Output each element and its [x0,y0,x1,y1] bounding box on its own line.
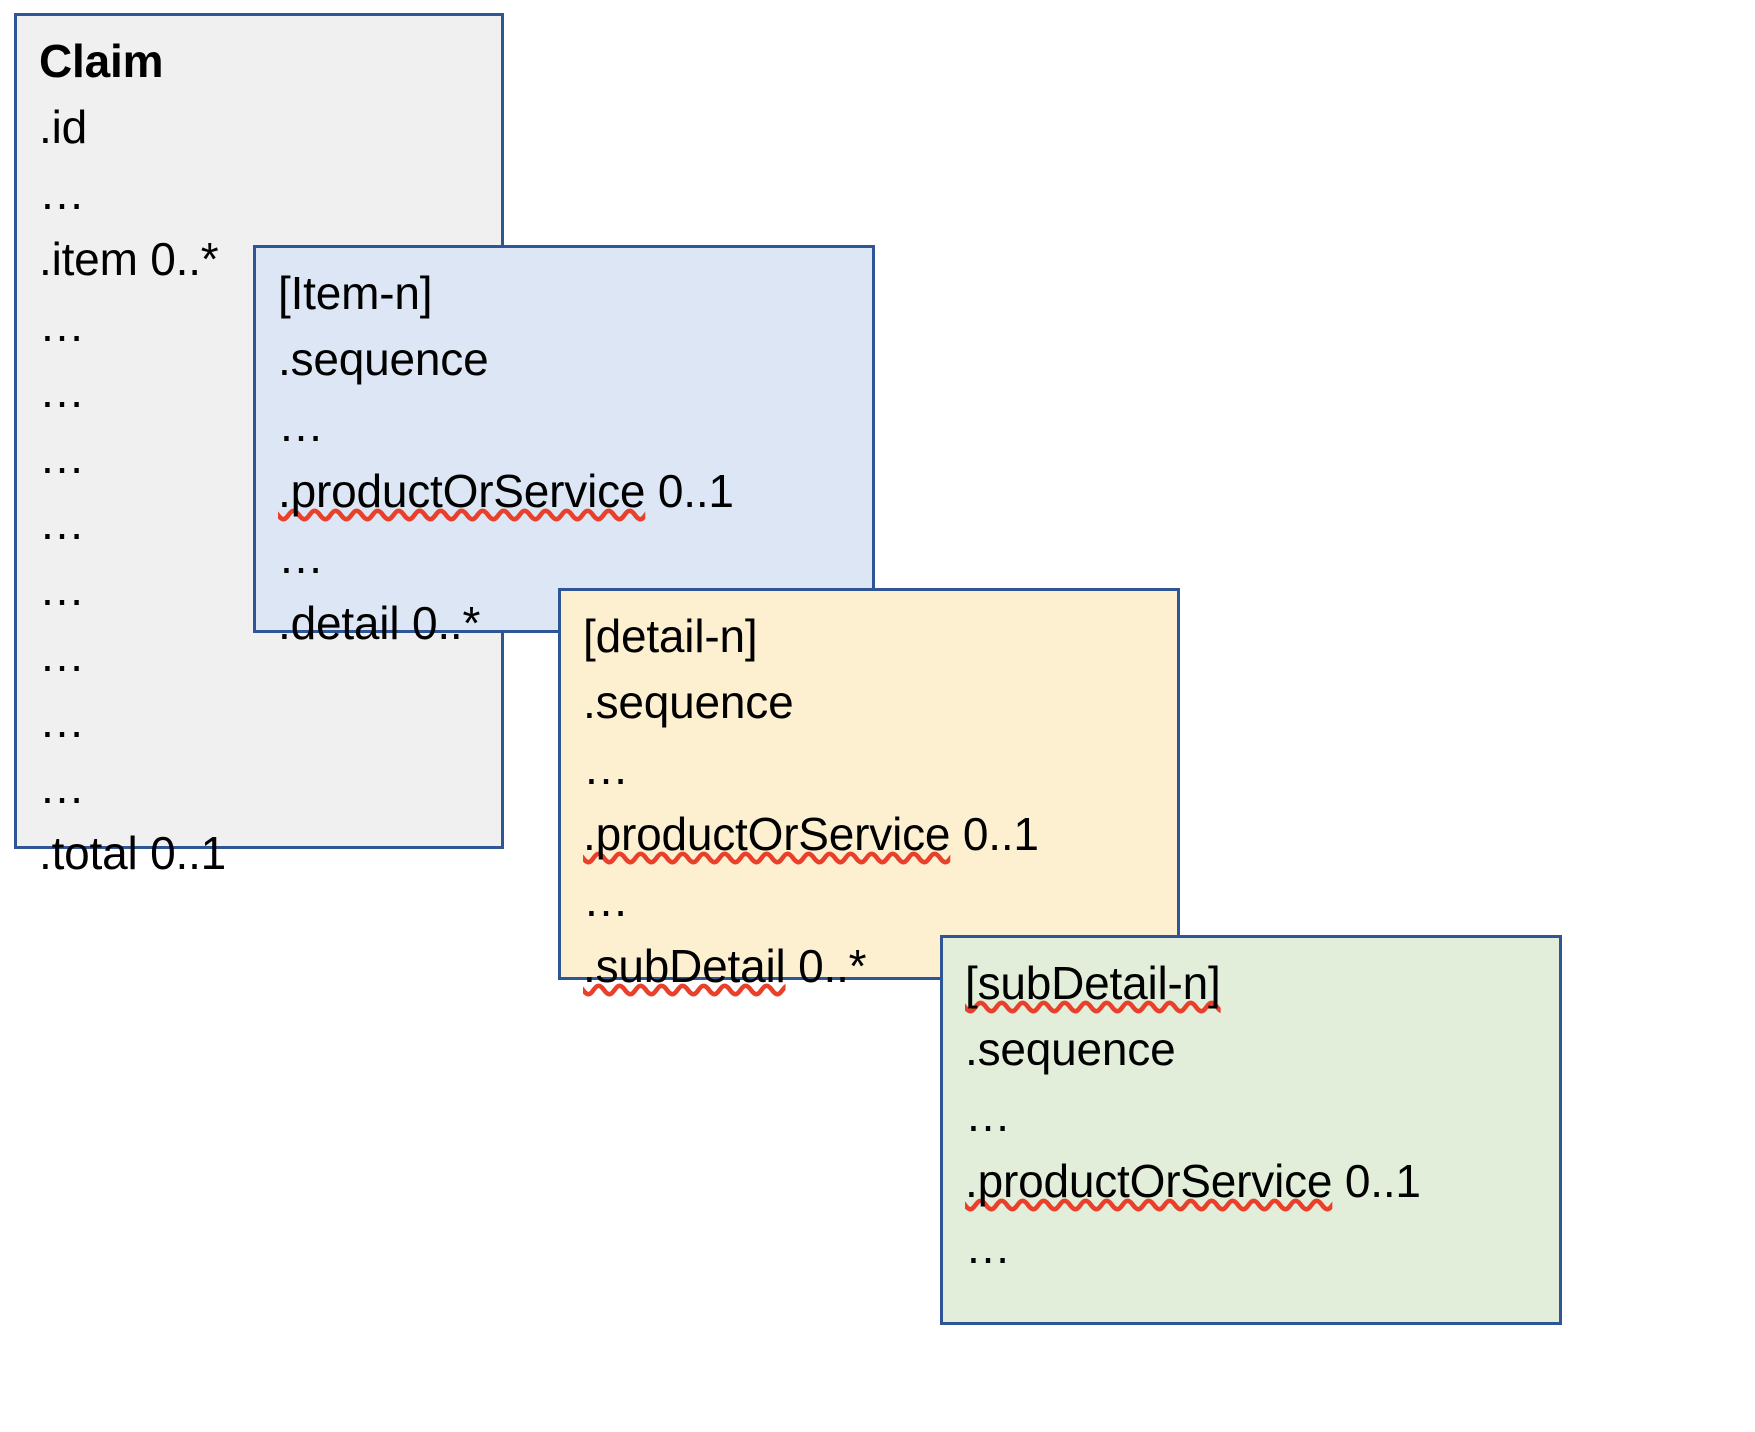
detail-box: [detail-n] .sequence … .productOrService… [558,588,1180,989]
claim-title: Claim [39,35,164,87]
claim-field-id: .id [39,101,87,153]
claim-ellipsis-4: … [39,431,85,483]
detail-ellipsis-2: … [583,874,629,926]
detail-field-product-or-service: .productOrService 0..1 [583,811,1177,877]
detail-ellipsis-1: … [583,742,629,794]
claim-ellipsis-1: … [39,167,85,219]
detail-field-subdetail: .subDetail 0..* [583,943,1177,1009]
detail-title: [detail-n] [583,610,758,662]
claim-ellipsis-3: … [39,365,85,417]
subdetail-ellipsis-2: … [965,1221,1011,1273]
detail-field-sequence: .sequence [583,676,794,728]
item-ellipsis-1: … [278,399,324,451]
item-field-detail: .detail 0..* [278,600,872,666]
subdetail-box: [subDetail-n] .sequence … .productOrServ… [940,935,1562,1325]
claim-ellipsis-7: … [39,629,85,681]
subdetail-title: [subDetail-n] [965,960,1559,1026]
detail-product-or-service-label: .productOrService [583,808,951,860]
item-ellipsis-2: … [278,531,324,583]
claim-ellipsis-9: … [39,761,85,813]
item-product-or-service-cardinality: 0..1 [645,465,734,517]
subdetail-product-or-service-cardinality: 0..1 [1332,1155,1421,1207]
claim-field-total: .total 0..1 [39,827,227,879]
item-product-or-service-label: .productOrService [278,465,646,517]
item-field-product-or-service: .productOrService 0..1 [278,468,872,534]
item-box: [Item-n] .sequence … .productOrService 0… [253,245,875,646]
subdetail-field-product-or-service: .productOrService 0..1 [965,1158,1559,1224]
claim-ellipsis-5: … [39,497,85,549]
item-title: [Item-n] [278,267,433,319]
subdetail-ellipsis-1: … [965,1089,1011,1141]
subdetail-field-sequence: .sequence [965,1023,1176,1075]
claim-ellipsis-2: … [39,299,85,351]
detail-subdetail-cardinality: 0..* [785,940,867,992]
item-detail-label: .detail [278,597,400,649]
subdetail-product-or-service-label: .productOrService [965,1155,1333,1207]
detail-product-or-service-cardinality: 0..1 [950,808,1039,860]
claim-field-item: .item 0..* [39,233,219,285]
detail-subdetail-label: .subDetail [583,940,786,992]
claim-ellipsis-8: … [39,695,85,747]
item-field-sequence: .sequence [278,333,489,385]
item-detail-cardinality: 0..* [399,597,481,649]
subdetail-title-label: [subDetail-n] [965,957,1221,1009]
claim-ellipsis-6: … [39,563,85,615]
